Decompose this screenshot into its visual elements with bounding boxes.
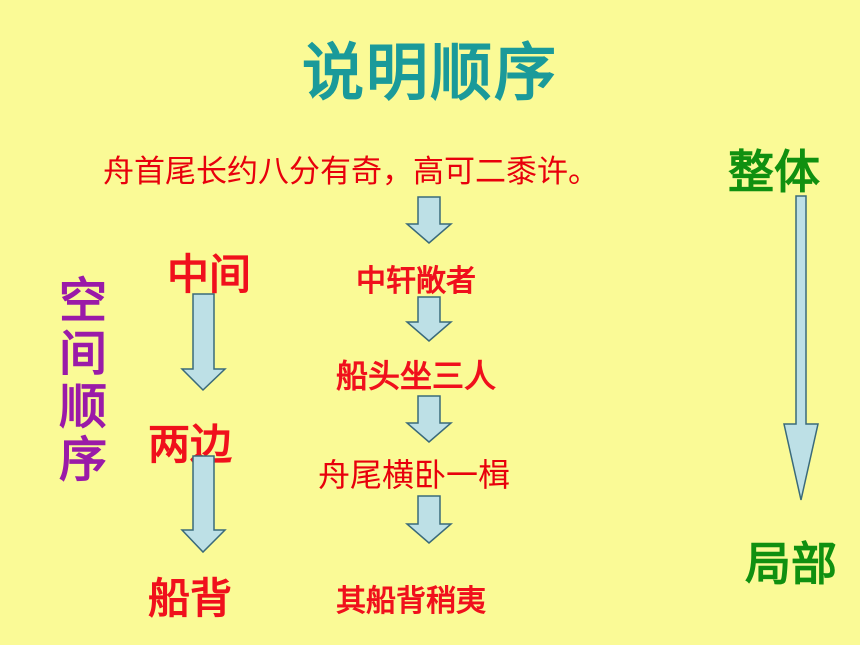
center-node-3: 舟尾横卧一楫	[318, 456, 511, 494]
down-arrow-icon	[180, 293, 227, 392]
label-part: 局部	[745, 537, 837, 591]
source-sentence: 舟首尾长约八分有奇，高可二黍许。	[103, 154, 599, 190]
left-node-middle: 中间	[167, 250, 252, 299]
label-whole: 整体	[728, 145, 820, 199]
down-arrow-icon	[180, 455, 227, 554]
spatial-order-label: 空间顺序	[58, 273, 107, 488]
center-node-1: 中轩敞者	[356, 264, 476, 299]
center-node-4: 其船背稍夷	[336, 584, 486, 619]
down-arrow-icon	[783, 195, 819, 501]
down-arrow-icon	[404, 395, 454, 443]
left-node-sides: 两边	[148, 420, 233, 469]
down-arrow-icon	[404, 196, 454, 244]
center-node-2: 船头坐三人	[336, 357, 497, 395]
down-arrow-icon	[404, 296, 454, 342]
page-title: 说明顺序	[301, 36, 558, 109]
down-arrow-icon	[404, 495, 454, 544]
left-node-back: 船背	[148, 574, 233, 623]
